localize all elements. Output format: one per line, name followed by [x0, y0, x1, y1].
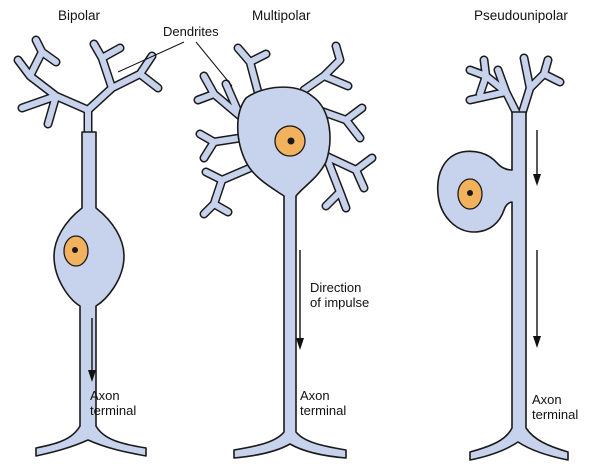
pseudounipolar-axon-line1: Axon: [532, 392, 562, 407]
bipolar-axon-line2: terminal: [90, 403, 137, 418]
pseudounipolar-axon-terminal-label: Axon terminal: [532, 392, 578, 422]
multipolar-axon-line2: terminal: [300, 403, 347, 418]
dendrites-label: Dendrites: [163, 24, 219, 39]
bipolar-neuron: [13, 35, 163, 457]
direction-label-line2: of impulse: [310, 295, 370, 310]
direction-label-line1: Direction: [310, 280, 362, 295]
pseudounipolar-lower-arrow: [533, 250, 541, 348]
pseudounipolar-upper-arrow: [533, 130, 541, 186]
direction-of-impulse-label: Direction of impulse: [310, 280, 369, 310]
multipolar-axon-line1: Axon: [300, 388, 330, 403]
bipolar-impulse-arrow: [88, 318, 96, 382]
pseudounipolar-title: Pseudounipolar: [474, 8, 568, 23]
multipolar-dendrites: [193, 41, 377, 219]
bipolar-axon-terminal-label: Axon terminal: [90, 388, 136, 418]
bipolar-title: Bipolar: [58, 8, 101, 23]
multipolar-neuron: [193, 41, 377, 459]
pseudounipolar-axon-line2: terminal: [532, 407, 579, 422]
multipolar-title: Multipolar: [252, 8, 311, 23]
multipolar-cell-body: [233, 86, 347, 459]
bipolar-axon-line1: Axon: [90, 388, 120, 403]
multipolar-impulse-arrow: [296, 250, 304, 350]
bipolar-dendrites: [13, 35, 163, 145]
multipolar-axon-terminal-label: Axon terminal: [300, 388, 346, 418]
pseudounipolar-neuron: [436, 53, 569, 461]
bipolar-cell-body: [35, 131, 147, 457]
pseudounipolar-dendrites: [465, 53, 565, 125]
dendrites-leader-lines: [117, 41, 233, 87]
